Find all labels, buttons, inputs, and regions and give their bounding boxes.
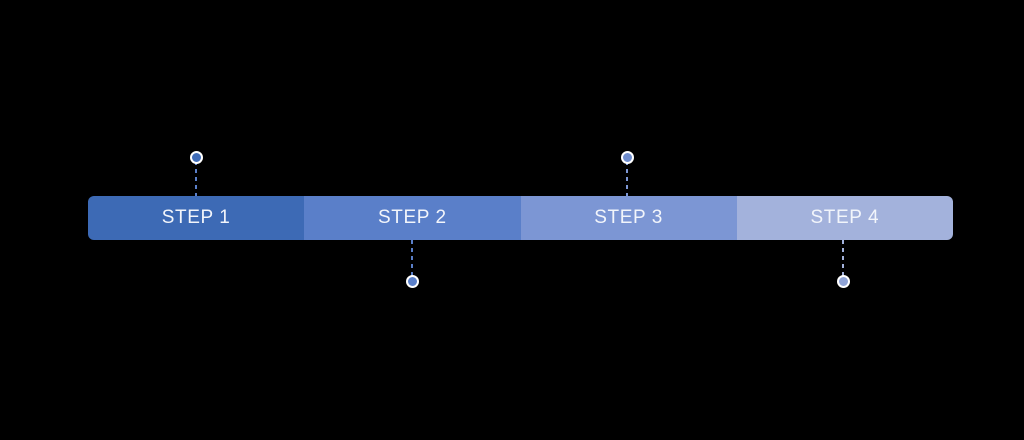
step-label-4: STEP 4	[810, 207, 880, 228]
marker-dot-icon-1[interactable]	[189, 150, 203, 164]
marker-dot-icon-3[interactable]	[620, 150, 634, 164]
step-label-1: STEP 1	[161, 207, 231, 228]
step-label-2: STEP 2	[378, 207, 447, 228]
marker-dot-icon-2[interactable]	[405, 274, 419, 288]
marker-connector-line-4	[842, 240, 844, 277]
step-progress-bar: STEP 1 STEP 2 STEP 3 STEP 4	[88, 196, 953, 240]
marker-connector-line-2	[411, 240, 413, 277]
step-segment-1[interactable]: STEP 1	[88, 196, 305, 240]
marker-connector-line-3	[626, 161, 628, 196]
marker-dot-icon-4[interactable]	[836, 274, 850, 288]
step-segment-3[interactable]: STEP 3	[520, 196, 737, 240]
step-segment-4[interactable]: STEP 4	[736, 196, 953, 240]
marker-connector-line-1	[195, 161, 197, 196]
step-label-3: STEP 3	[594, 207, 663, 228]
step-segment-2[interactable]: STEP 2	[304, 196, 521, 240]
